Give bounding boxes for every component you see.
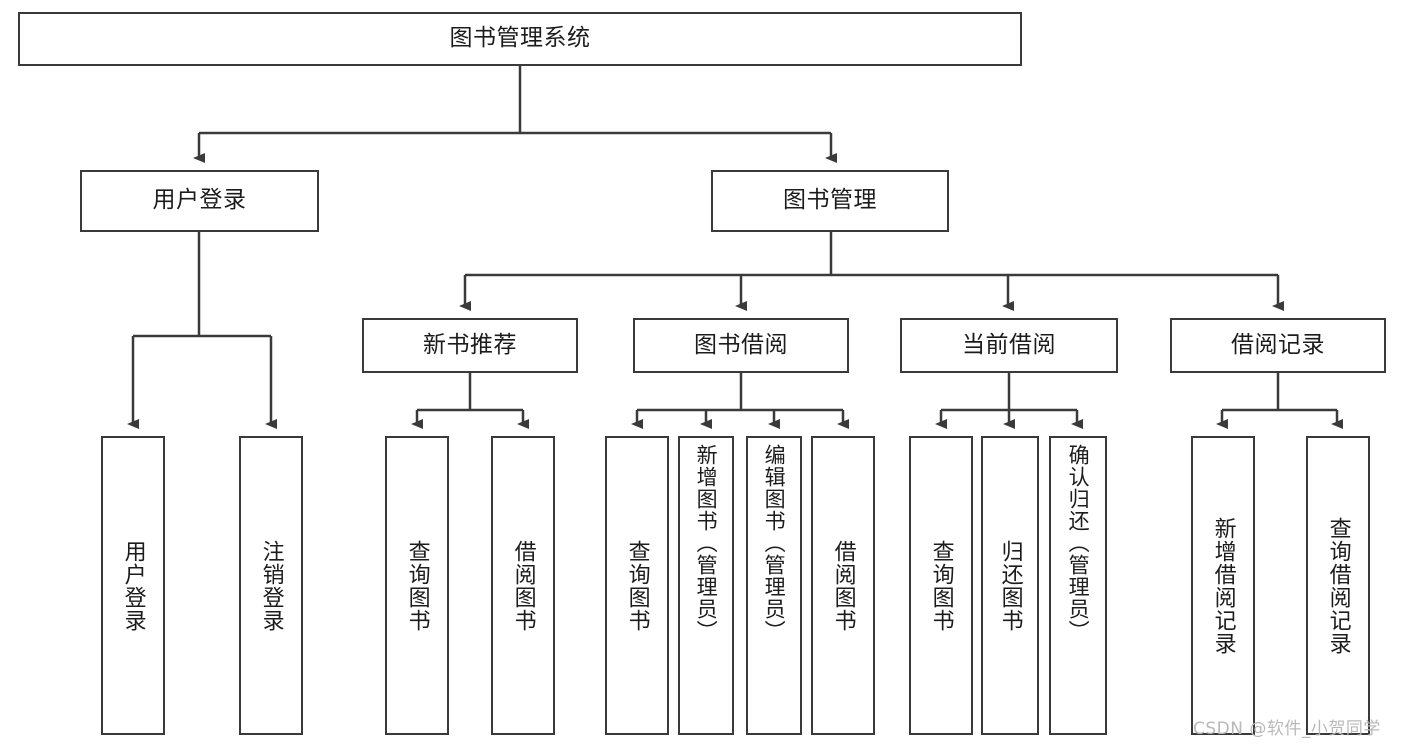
node-label: 确认归还（管理员）	[1066, 444, 1091, 642]
node-label: 归还图书	[997, 539, 1023, 632]
node-label: 编辑图书（管理员）	[762, 444, 787, 642]
leaf-query-book-recommend[interactable]: 查询图书	[385, 436, 449, 735]
node-label: 图书借阅	[694, 331, 788, 358]
leaf-add-borrow-record[interactable]: 新增借阅记录	[1191, 436, 1255, 735]
leaf-query-borrow-record[interactable]: 查询借阅记录	[1306, 436, 1370, 735]
node-label: 新增图书（管理员）	[694, 444, 719, 642]
node-borrow-record[interactable]: 借阅记录	[1170, 318, 1386, 373]
leaf-borrow-book-recommend[interactable]: 借阅图书	[491, 436, 555, 735]
leaf-logout[interactable]: 注销登录	[239, 436, 303, 735]
node-label: 新书推荐	[423, 331, 517, 358]
node-new-book-recommend[interactable]: 新书推荐	[362, 318, 578, 373]
node-label: 查询图书	[404, 539, 430, 632]
node-user-login[interactable]: 用户登录	[80, 170, 319, 232]
node-book-management[interactable]: 图书管理	[711, 170, 949, 232]
node-label: 查询图书	[624, 539, 650, 632]
leaf-query-book-borrow[interactable]: 查询图书	[605, 436, 669, 735]
node-label: 新增借阅记录	[1210, 516, 1236, 655]
node-label: 查询图书	[928, 539, 954, 632]
node-label: 图书管理	[783, 187, 877, 214]
node-label: 用户登录	[120, 539, 146, 632]
node-label: 借阅记录	[1231, 331, 1325, 358]
node-book-borrow[interactable]: 图书借阅	[633, 318, 849, 373]
leaf-return-book[interactable]: 归还图书	[981, 436, 1039, 735]
leaf-add-book-admin[interactable]: 新增图书（管理员）	[678, 436, 734, 735]
leaf-query-book-current[interactable]: 查询图书	[909, 436, 973, 735]
leaf-edit-book-admin[interactable]: 编辑图书（管理员）	[746, 436, 802, 735]
node-label: 当前借阅	[962, 331, 1056, 358]
node-label: 借阅图书	[830, 539, 856, 632]
leaf-borrow-book[interactable]: 借阅图书	[811, 436, 875, 735]
node-root-system[interactable]: 图书管理系统	[18, 12, 1022, 66]
leaf-user-login[interactable]: 用户登录	[101, 436, 165, 735]
node-label: 注销登录	[258, 539, 284, 632]
node-current-borrow[interactable]: 当前借阅	[900, 318, 1118, 373]
node-label: 借阅图书	[510, 539, 536, 632]
leaf-confirm-return-admin[interactable]: 确认归还（管理员）	[1049, 436, 1107, 735]
node-label: 图书管理系统	[449, 25, 591, 52]
node-label: 查询借阅记录	[1325, 516, 1351, 655]
node-label: 用户登录	[152, 187, 247, 214]
watermark-text: CSDN @软件_小贺同学	[1193, 719, 1381, 739]
